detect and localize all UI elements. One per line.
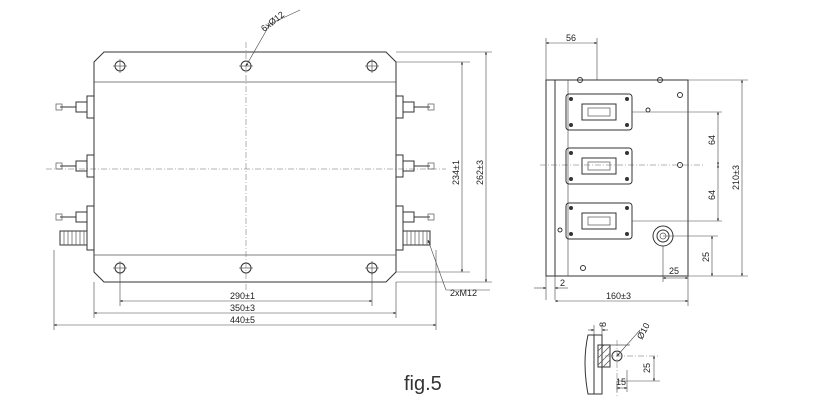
front-body-outline: [93, 51, 397, 283]
width-total-label: 440±5: [230, 315, 255, 325]
detail-offset-h-label: 15: [616, 377, 626, 387]
height-outer-label: 262±3: [475, 160, 485, 185]
terminal-label: 2xM12: [450, 288, 477, 298]
terminal-blocks: [565, 93, 633, 240]
spacing-upper-label: 64: [707, 135, 717, 145]
detail-hole-label: Ø10: [635, 321, 652, 341]
width-holes-label: 290±1: [230, 291, 255, 301]
spacing-lower-label: 64: [707, 190, 717, 200]
figure-caption: fig.5: [404, 373, 442, 395]
top-dim-label: 56: [566, 33, 576, 43]
detail-view: 8 Ø10 25 15: [584, 321, 660, 396]
gap-label: 2: [560, 278, 565, 288]
height-inner-label: 234±1: [451, 160, 461, 185]
side-view: 56 64 64 210±3 25 25 2 160±3: [534, 33, 748, 306]
ground-offset-h-label: 25: [669, 266, 679, 276]
side-body: [554, 79, 689, 277]
thickness-label: 8: [598, 322, 608, 327]
front-view: 6xØ12 234±1 262±3 2xM12 290±1 350±3 440±…: [46, 9, 492, 330]
width-body-label: 350±3: [230, 303, 255, 313]
holes-label: 6xØ12: [259, 9, 286, 33]
detail-offset-v-label: 25: [642, 363, 652, 373]
ground-offset-v-label: 25: [701, 252, 711, 262]
left-terminals: [55, 95, 95, 251]
side-flange: [545, 79, 556, 277]
right-terminals: [395, 95, 435, 251]
detail-plate: [593, 334, 603, 395]
height-label: 210±3: [731, 165, 741, 190]
depth-label: 160±3: [606, 291, 631, 301]
